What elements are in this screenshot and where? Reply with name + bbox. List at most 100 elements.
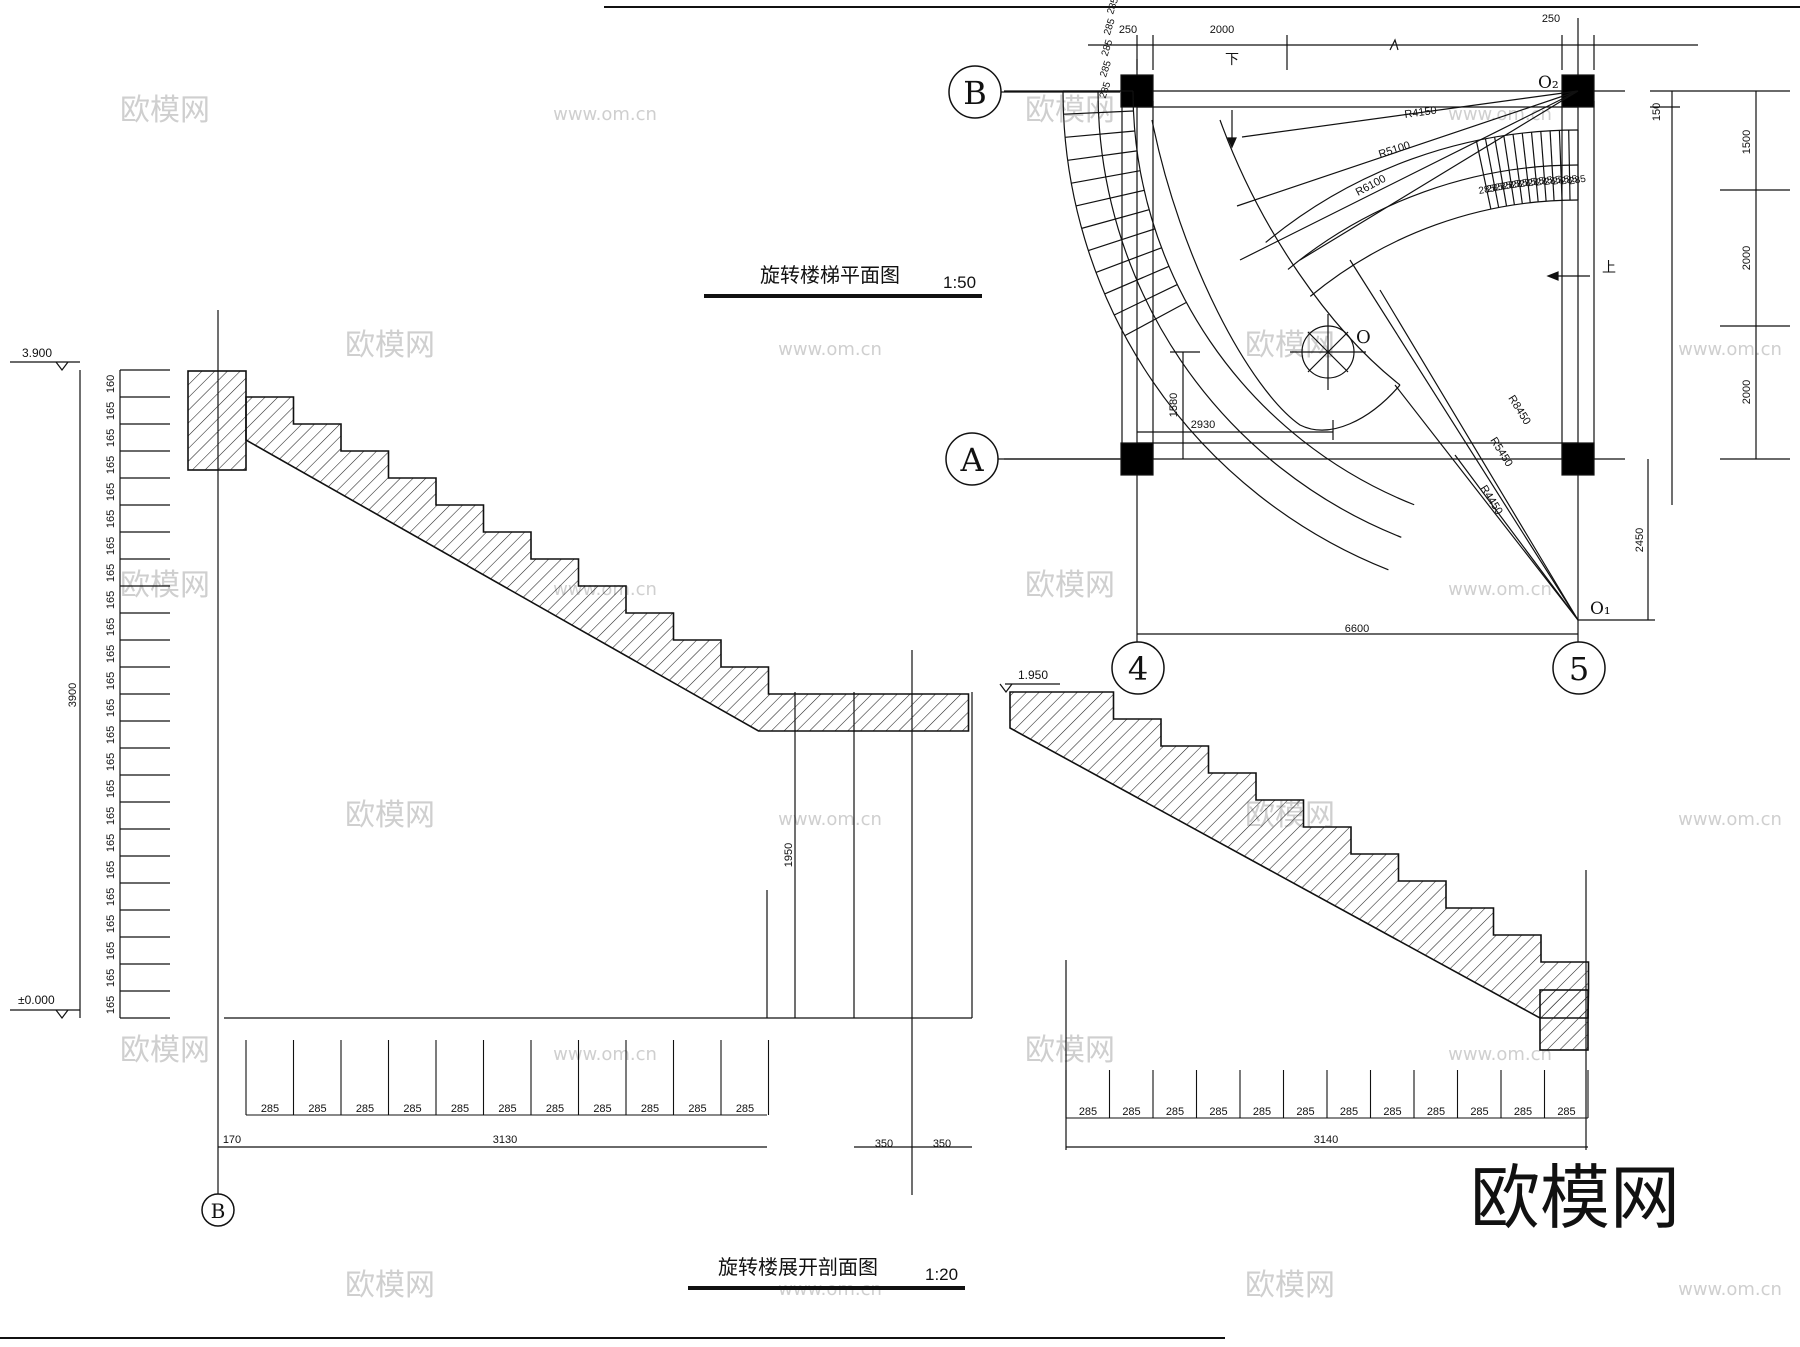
- tread-label: 285: [641, 1103, 659, 1115]
- plan-arc: [1265, 129, 1579, 243]
- watermark-brand: 欧模网: [345, 328, 435, 363]
- plan-tread-label: 285: [1510, 177, 1529, 191]
- dim-text: 6600: [1345, 623, 1369, 635]
- riser-label: 160: [105, 375, 117, 393]
- stair-section: [79, 310, 1587, 1195]
- plan-tread-label: 285: [1100, 38, 1116, 58]
- column: [1120, 442, 1154, 476]
- watermark-brand: 欧模网: [1025, 93, 1115, 128]
- riser-label: 165: [105, 456, 117, 474]
- watermark-brand: 欧模网: [345, 798, 435, 833]
- watermark-brand: 欧模网: [1245, 1268, 1335, 1303]
- total-height-dim: 3900: [67, 683, 79, 707]
- dim-text: 2000: [1741, 246, 1753, 270]
- plan-tread-label: 285: [1494, 180, 1513, 194]
- level-bottom: ±0.000: [18, 993, 55, 1007]
- plan-tread-line: [1512, 134, 1523, 204]
- plan-scale: 1:50: [943, 273, 976, 292]
- plan-tread-line: [1549, 130, 1555, 201]
- center-label-o2: O₂: [1538, 73, 1559, 93]
- watermark-url: www.om.cn: [1678, 1279, 1782, 1300]
- plan-tread-label: 285: [1535, 175, 1554, 189]
- riser-label: 165: [105, 564, 117, 582]
- riser-label: 165: [105, 807, 117, 825]
- watermark-brand: 欧模网: [1025, 568, 1115, 603]
- tread-label: 285: [688, 1103, 706, 1115]
- plan-tread-line: [1530, 132, 1539, 202]
- plan-arc: [1132, 90, 1415, 506]
- tread-label: 285: [403, 1103, 421, 1115]
- riser-label: 165: [105, 726, 117, 744]
- radius-line: [1454, 454, 1579, 621]
- watermark-url: www.om.cn: [1448, 1044, 1552, 1065]
- radius-line-r5100: [1236, 90, 1579, 207]
- watermark-brand: 欧模网: [1245, 328, 1335, 363]
- plan-axis-label-4: 4: [1128, 650, 1148, 688]
- riser-label: 165: [105, 942, 117, 960]
- plan-tread-line: [1484, 138, 1500, 208]
- watermark-brand: 欧模网: [120, 93, 210, 128]
- plan-tread-label: 285: [1560, 174, 1579, 188]
- plan-tread-label: 285: [1098, 80, 1114, 100]
- up-label: 上: [1602, 259, 1616, 275]
- watermark-url: www.om.cn: [1448, 579, 1552, 600]
- down-label: 下: [1225, 51, 1239, 67]
- plan-tread-line: [1558, 130, 1563, 201]
- plan-tread-line: [1067, 150, 1138, 161]
- tread-label: 285: [1557, 1106, 1575, 1118]
- riser-label: 165: [105, 510, 117, 528]
- riser-label: 165: [105, 618, 117, 636]
- radius-line-r4450: [1394, 384, 1579, 621]
- dim-350-left: 350: [875, 1138, 893, 1150]
- riser-label: 165: [105, 780, 117, 798]
- center-label-o1: O₁: [1590, 599, 1611, 619]
- plan-tread-line: [1065, 130, 1135, 138]
- plan-tread-line: [1063, 110, 1134, 115]
- plan-tread-label: 285: [1098, 59, 1114, 79]
- plan-arc: [1062, 90, 1389, 571]
- plan-tread-label: 285: [1486, 181, 1505, 195]
- dim-text: 2000: [1210, 24, 1234, 36]
- dim-text: 2000: [1741, 380, 1753, 404]
- tread-label: 285: [1166, 1106, 1184, 1118]
- plan-tread-line: [1124, 301, 1187, 337]
- center-label-o: O: [1356, 327, 1371, 348]
- riser-labels: 1601651651651651651651651651651651651651…: [105, 375, 117, 1014]
- plan-tread-line: [1095, 247, 1162, 273]
- plan-title: 旋转楼梯平面图: [760, 264, 900, 287]
- riser-label: 165: [105, 915, 117, 933]
- plan-axis-label-5: 5: [1569, 650, 1589, 688]
- radius-line: [1307, 331, 1349, 373]
- riser-label: 165: [105, 888, 117, 906]
- radius-line: [1546, 271, 1559, 281]
- dim-text: 2450: [1634, 528, 1646, 552]
- plan-tread-line: [1071, 170, 1141, 184]
- axis-bubble-4: [1111, 641, 1165, 695]
- tread-label: 285: [451, 1103, 469, 1115]
- radius-text: R4150: [1404, 105, 1438, 121]
- plan-axis-bubbles: [945, 65, 1606, 695]
- plan-tread-label: 285: [1527, 176, 1546, 190]
- plan-tread-line: [1114, 284, 1178, 316]
- radius-line: [999, 683, 1013, 693]
- dim-350-right: 350: [933, 1138, 951, 1150]
- section-axis-label: B: [211, 1199, 226, 1223]
- section-title: 旋转楼展开剖面图: [718, 1256, 878, 1279]
- dim-170: 170: [223, 1134, 241, 1146]
- watermark-brand: 欧模网: [120, 1033, 210, 1068]
- radius-line: [55, 1009, 69, 1019]
- tread-label: 285: [1514, 1106, 1532, 1118]
- tread-label: 285: [593, 1103, 611, 1115]
- watermark-logo: 欧模网: [1470, 1159, 1680, 1237]
- watermark-url: www.om.cn: [1678, 809, 1782, 830]
- tread-label: 285: [1427, 1106, 1445, 1118]
- radius-line: [55, 361, 69, 371]
- plan-dimension-texts: 250 2000 250 150 1500 2000 2000 2450 660…: [1119, 13, 1753, 635]
- riser-label: 165: [105, 483, 117, 501]
- plan-tread-line: [1475, 140, 1492, 210]
- watermark-brand: 欧模网: [1025, 1033, 1115, 1068]
- tread-label: 285: [546, 1103, 564, 1115]
- level-markers: [10, 361, 1060, 1019]
